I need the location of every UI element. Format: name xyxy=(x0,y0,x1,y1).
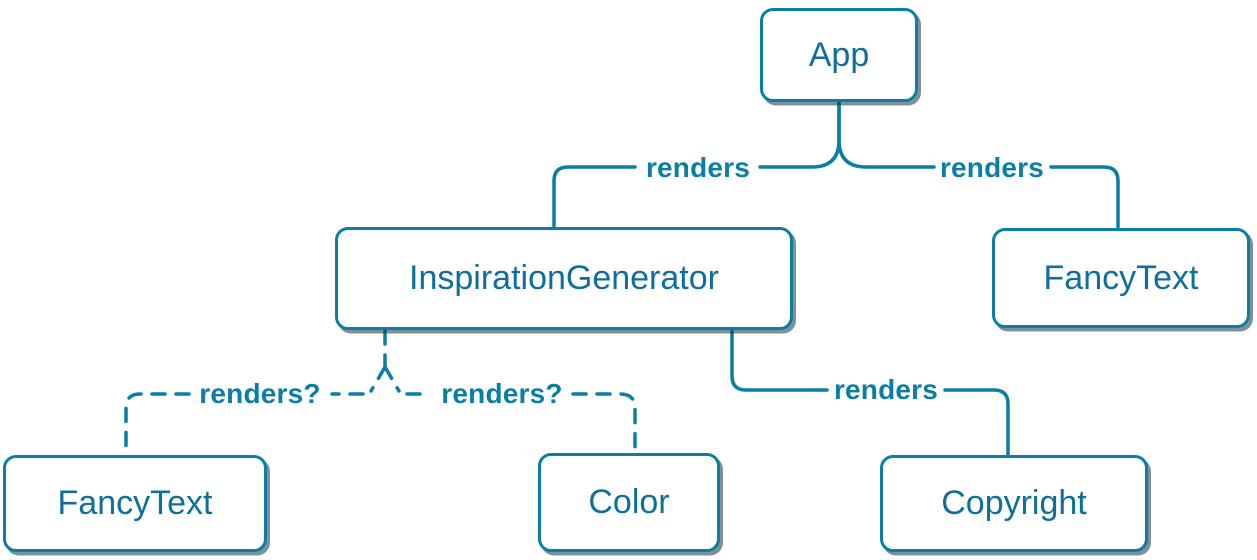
edge-label-app-fancy-text: renders xyxy=(939,152,1045,183)
connector-into-inspiration-generator xyxy=(552,165,637,228)
connector-app-to-fancy-text xyxy=(837,101,936,169)
node-copyright-label: Copyright xyxy=(941,484,1087,522)
connector-dashed-to-fancy-text-bottom-b xyxy=(124,392,191,455)
node-fancy-text-bottom-label: FancyText xyxy=(57,484,213,522)
node-fancy-text-top-label: FancyText xyxy=(1043,258,1199,297)
edge-label-inspiration-copyright: renders xyxy=(833,374,939,405)
edge-label-app-inspiration: renders xyxy=(645,152,751,183)
node-fancy-text-top: FancyText xyxy=(992,228,1250,328)
connector-dashed-to-color-b xyxy=(571,392,637,453)
node-app-label: App xyxy=(808,35,870,74)
connector-inspiration-to-copyright-end xyxy=(943,388,1010,456)
connector-inspiration-to-copyright-start xyxy=(730,329,829,392)
node-inspiration-generator-label: InspirationGenerator xyxy=(409,259,719,297)
node-copyright: Copyright xyxy=(880,455,1148,552)
node-color: Color xyxy=(538,453,720,552)
node-inspiration-generator: InspirationGenerator xyxy=(335,227,793,330)
node-app: App xyxy=(760,8,918,102)
edge-label-inspiration-fancy-text: renders? xyxy=(199,378,321,409)
node-color-label: Color xyxy=(588,483,670,521)
connector-dashed-split-left xyxy=(369,365,387,393)
connector-into-fancy-text-top xyxy=(1049,165,1120,229)
edge-label-inspiration-color: renders? xyxy=(441,378,563,409)
node-fancy-text-bottom: FancyText xyxy=(3,455,267,552)
connector-app-to-inspiration-generator xyxy=(758,101,841,169)
connector-dashed-split-right xyxy=(383,365,401,393)
